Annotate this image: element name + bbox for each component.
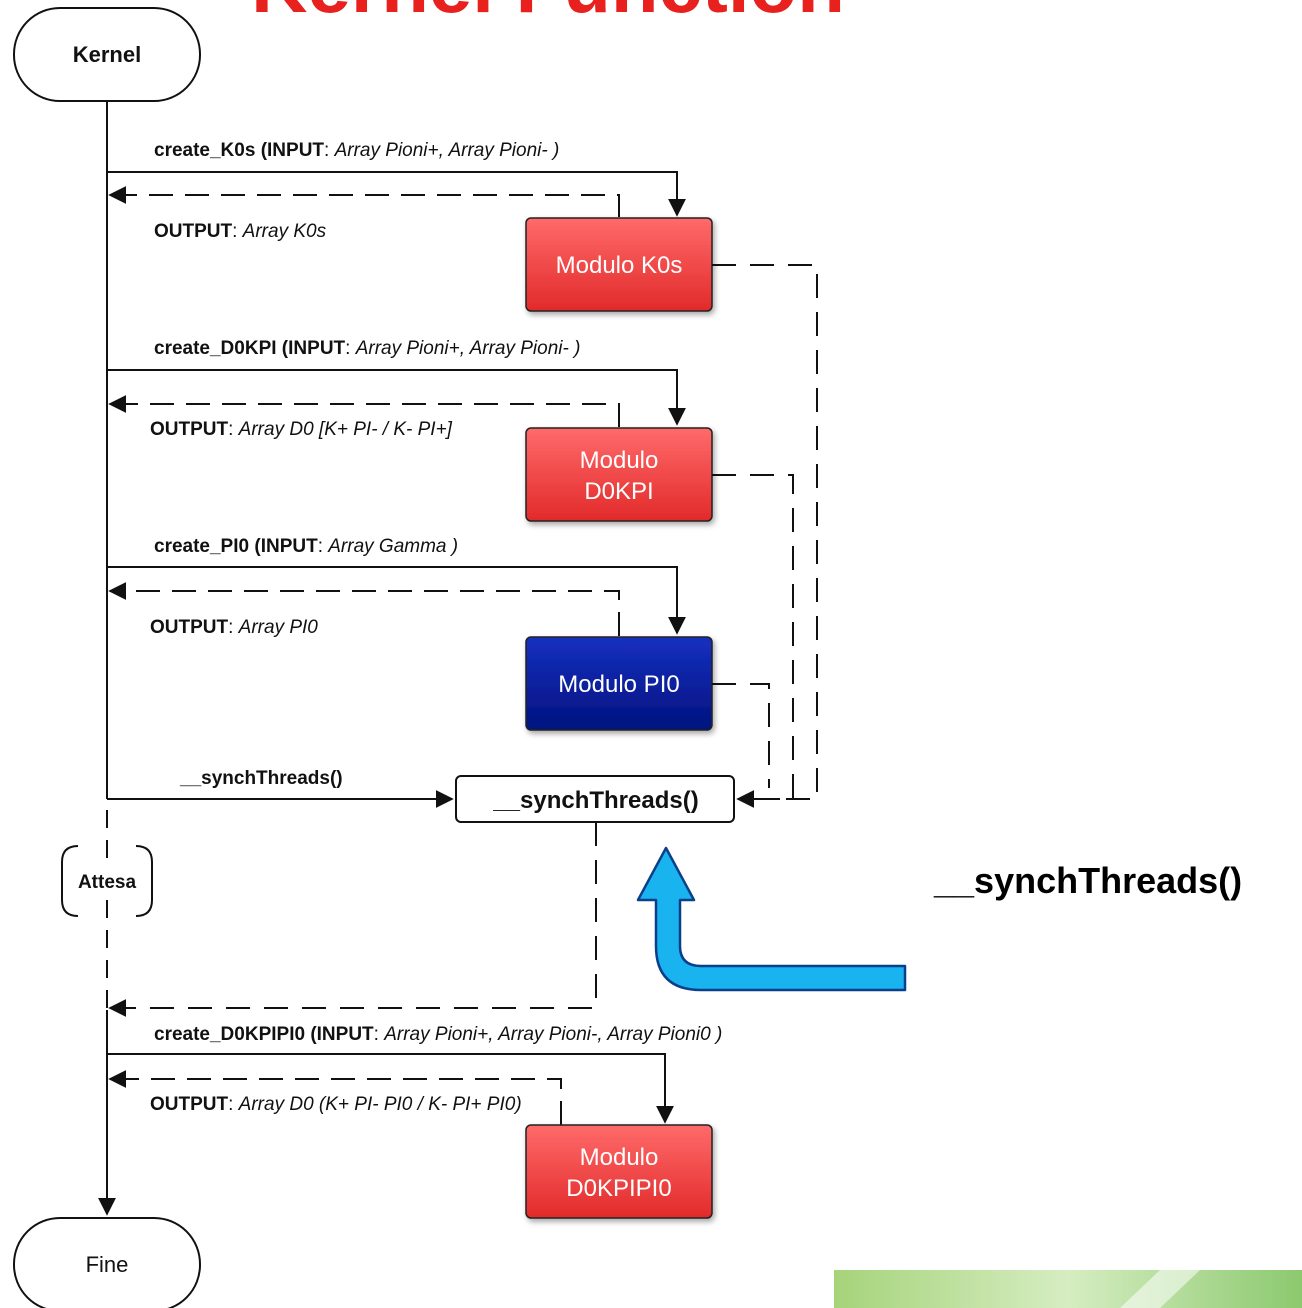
callout-label: __synchThreads(): [933, 860, 1242, 901]
sync-return-arrow: [108, 822, 597, 1017]
module-d0kpi: [525, 427, 713, 522]
module-d0kpi-label-2: D0KPI: [584, 478, 653, 505]
output-d0kpi-label: OUTPUT: Array D0 [K+ PI- / K- PI+]: [150, 419, 453, 440]
wait-bracket: Attesa: [61, 845, 153, 917]
start-terminal-label: Kernel: [73, 42, 141, 67]
module-d0kpipi0: [525, 1124, 713, 1219]
module-d0kpipi0-label-2: D0KPIPI0: [566, 1175, 671, 1202]
call-d0kpipi0-label: create_D0KPIPI0 (INPUT: Array Pioni+, Ar…: [154, 1024, 722, 1045]
end-terminal: Fine: [13, 1217, 201, 1308]
sync-edge-label: __synchThreads(): [179, 768, 343, 789]
call-d0kpi-label: create_D0KPI (INPUT: Array Pioni+, Array…: [154, 338, 580, 359]
wait-label: Attesa: [78, 872, 137, 893]
return-d0kpipi0-arrow: [108, 1070, 562, 1125]
sync-link-d0kpi: [712, 474, 794, 800]
return-d0kpi-arrow: [108, 395, 620, 427]
sync-link-pi0: [712, 683, 770, 788]
callout-arrow-icon: [636, 846, 907, 992]
output-d0kpipi0-label: OUTPUT: Array D0 (K+ PI- PI0 / K- PI+ PI…: [150, 1094, 522, 1115]
decorative-footer-strip: [834, 1270, 1302, 1308]
module-k0s-label: Modulo K0s: [556, 252, 683, 279]
call-d0kpi-arrow: [107, 369, 686, 426]
call-pi0-arrow: [107, 566, 686, 635]
module-pi0-label: Modulo PI0: [558, 671, 679, 698]
call-pi0-label: create_PI0 (INPUT: Array Gamma ): [154, 536, 458, 557]
module-d0kpi-label-1: Modulo: [580, 447, 659, 474]
output-pi0-label: OUTPUT: Array PI0: [150, 617, 318, 638]
output-k0s-label: OUTPUT: Array K0s: [154, 221, 327, 242]
end-terminal-label: Fine: [86, 1252, 129, 1277]
call-k0s-label: create_K0s (INPUT: Array Pioni+, Array P…: [154, 140, 559, 161]
return-pi0-arrow: [108, 582, 620, 636]
return-k0s-arrow: [108, 186, 620, 217]
sync-link-k0s: [712, 264, 818, 800]
call-k0s-arrow: [107, 171, 686, 217]
sync-box-label: __synchThreads(): [492, 787, 698, 814]
call-d0kpipi0-arrow: [107, 1053, 674, 1124]
module-d0kpipi0-label-1: Modulo: [580, 1144, 659, 1171]
start-terminal: Kernel: [13, 7, 201, 102]
diagram-title: Kernel Function: [251, 0, 845, 29]
